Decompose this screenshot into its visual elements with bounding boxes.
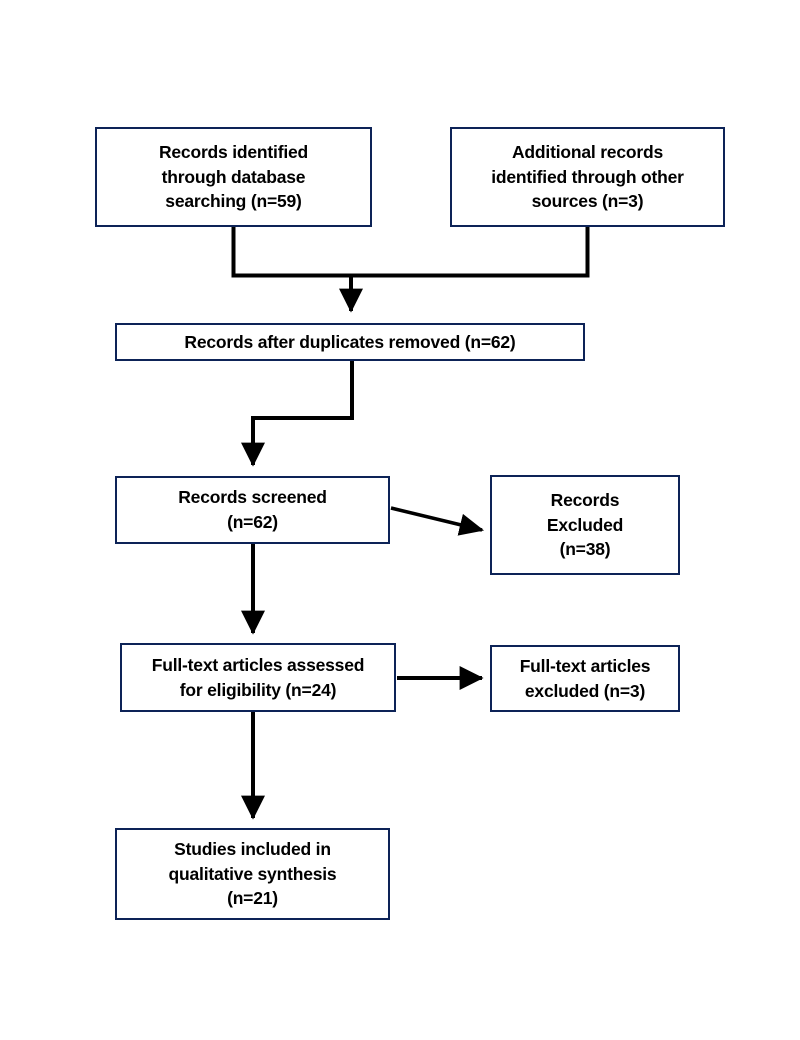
- full-text-articles-excluded-label: Full-text articles excluded (n=3): [519, 655, 651, 701]
- records-excluded-label: Records Excluded (n=38): [546, 489, 624, 560]
- full-text-articles-assessed-box: Full-text articles assessed for eligibil…: [120, 643, 396, 712]
- records-excluded-box: Records Excluded (n=38): [490, 475, 680, 575]
- full-text-articles-excluded-box: Full-text articles excluded (n=3): [490, 645, 680, 712]
- additional-records-other-sources-label: Additional records identified through ot…: [491, 141, 684, 212]
- additional-records-other-sources-box: Additional records identified through ot…: [450, 127, 725, 227]
- edge-screened-to-excluded: [390, 506, 485, 536]
- records-screened-box: Records screened (n=62): [115, 476, 390, 544]
- records-after-duplicates-removed-box: Records after duplicates removed (n=62): [115, 323, 585, 361]
- full-text-articles-assessed-label: Full-text articles assessed for eligibil…: [151, 654, 365, 700]
- records-identified-database-box: Records identified through database sear…: [95, 127, 372, 227]
- studies-included-qualitative-synthesis-box: Studies included in qualitative synthesi…: [115, 828, 390, 920]
- studies-included-qualitative-synthesis-label: Studies included in qualitative synthesi…: [168, 838, 337, 909]
- records-after-duplicates-removed-label: Records after duplicates removed (n=62): [184, 331, 516, 352]
- edge-duplicates-to-screened: [241, 361, 354, 467]
- records-screened-label: Records screened (n=62): [178, 487, 327, 532]
- records-identified-database-label: Records identified through database sear…: [158, 141, 309, 212]
